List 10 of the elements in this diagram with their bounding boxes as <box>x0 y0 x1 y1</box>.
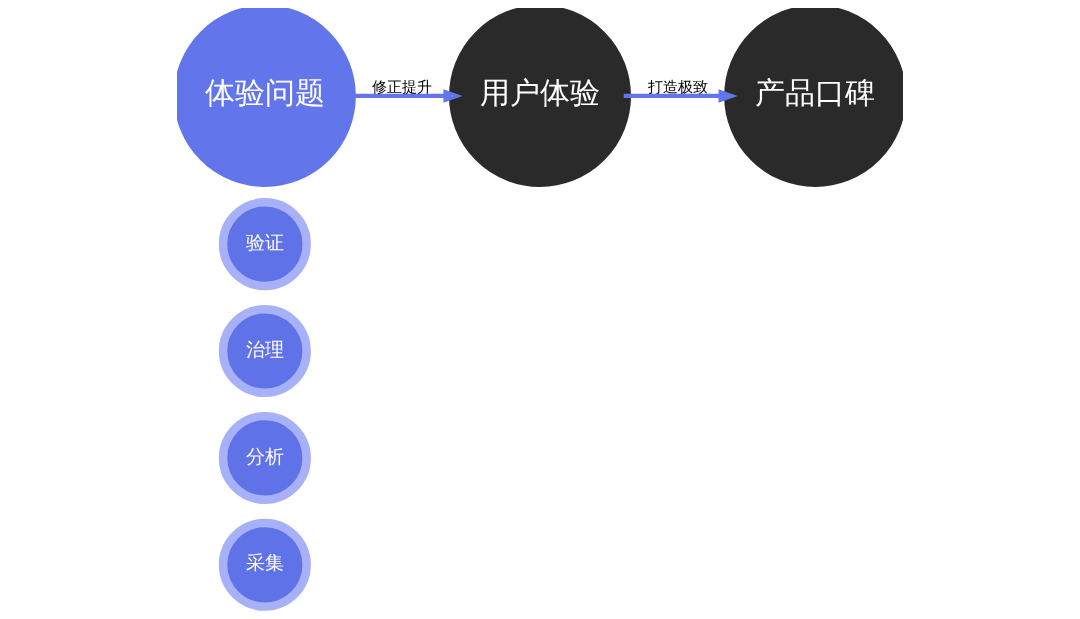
edge-label: 修正提升 <box>372 77 433 95</box>
edge-label: 打造极致 <box>647 77 708 95</box>
node-circle: 产品口碑 <box>724 8 903 187</box>
node-circle: 体验问题 <box>177 8 356 187</box>
node-circle: 用户体验 <box>448 8 631 187</box>
node-circle: 采集 <box>218 518 311 611</box>
node-circle: 验证 <box>218 198 311 291</box>
node-circle: 分析 <box>218 411 311 504</box>
node-circle: 治理 <box>218 305 311 398</box>
arrow <box>623 89 738 103</box>
